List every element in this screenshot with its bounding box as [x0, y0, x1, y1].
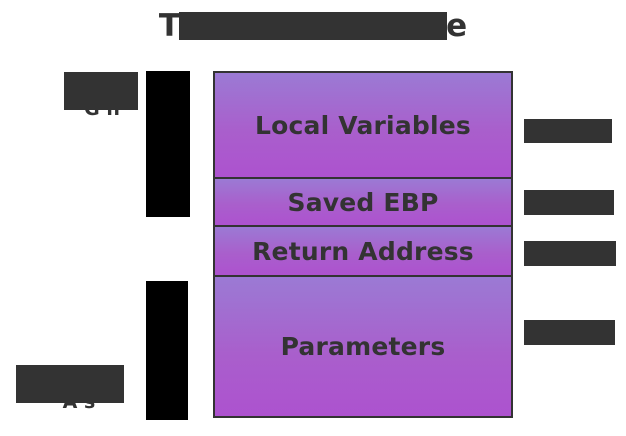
page-title-redaction-bar: [179, 12, 448, 40]
stack-segment-local-variables-label: Local Variables: [255, 110, 471, 140]
annotation-local-variables: [524, 119, 612, 143]
stack-segment-saved-ebp-label: Saved EBP: [287, 187, 439, 217]
annotation-parameters: [524, 320, 615, 345]
page-title-prefix: T: [158, 8, 181, 44]
stack-segment-return-address: Return Address: [215, 227, 511, 277]
annotation-saved-ebp: [524, 190, 614, 215]
stack-segment-parameters-label: Parameters: [280, 332, 446, 361]
stack-segment-parameters: Parameters: [215, 277, 511, 416]
stack-growth-arrow: [146, 71, 190, 217]
page-title-suffix: e: [446, 8, 468, 44]
stack-segment-return-address-label: Return Address: [252, 236, 474, 266]
annotation-return-address: [524, 241, 616, 266]
stack-growth-label-redaction-bar: [64, 72, 138, 110]
stack-segment-saved-ebp: Saved EBP: [215, 179, 511, 227]
stack-segment-local-variables: Local Variables: [215, 73, 511, 179]
stack-frame-diagram: Local Variables Saved EBP Return Address…: [213, 71, 513, 418]
higher-addresses-arrow: [146, 281, 188, 420]
higher-addresses-label-redaction-bar: [16, 365, 124, 403]
